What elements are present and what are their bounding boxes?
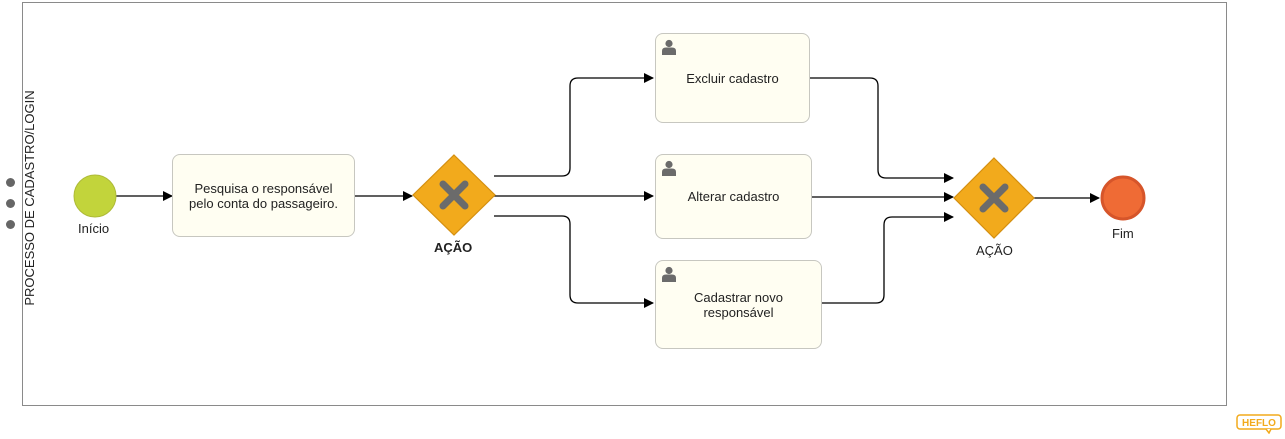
pool-handle-dot[interactable] (6, 178, 15, 187)
flow-delete-to-join (810, 77, 954, 183)
task-alter-registration[interactable]: Alterar cadastro (655, 154, 812, 239)
flow-register-to-join (822, 212, 954, 304)
start-event-label: Início (78, 221, 110, 236)
exclusive-x-icon (439, 180, 469, 210)
split-gateway (412, 154, 496, 236)
svg-text:HEFLO: HEFLO (1242, 418, 1276, 429)
start-event (73, 174, 117, 218)
user-task-icon (662, 160, 676, 176)
heflo-logo: HEFLO (1236, 414, 1282, 434)
task-register-new-responsible[interactable]: Cadastrar novo responsável (655, 260, 822, 349)
exclusive-x-icon (979, 183, 1009, 213)
pool-handle-dot[interactable] (6, 220, 15, 229)
user-task-icon (662, 266, 676, 282)
flow-split-to-delete (494, 73, 654, 177)
join-gateway (953, 157, 1035, 239)
task-search-responsible[interactable]: Pesquisa o responsável pelo conta do pas… (172, 154, 355, 237)
pool-handle-dot[interactable] (6, 199, 15, 208)
task-delete-registration[interactable]: Excluir cadastro (655, 33, 810, 123)
task-label: Alterar cadastro (687, 189, 780, 204)
end-event (1100, 175, 1146, 221)
flow-split-to-register (494, 215, 654, 308)
end-event-label: Fim (1112, 226, 1134, 241)
task-label: Pesquisa o responsável pelo conta do pas… (189, 180, 338, 211)
task-label: Cadastrar novo responsável (694, 289, 783, 320)
user-task-icon (662, 39, 676, 55)
split-gateway-label: AÇÃO (434, 240, 473, 255)
task-label: Excluir cadastro (686, 70, 779, 86)
join-gateway-label: AÇÃO (976, 243, 1013, 258)
